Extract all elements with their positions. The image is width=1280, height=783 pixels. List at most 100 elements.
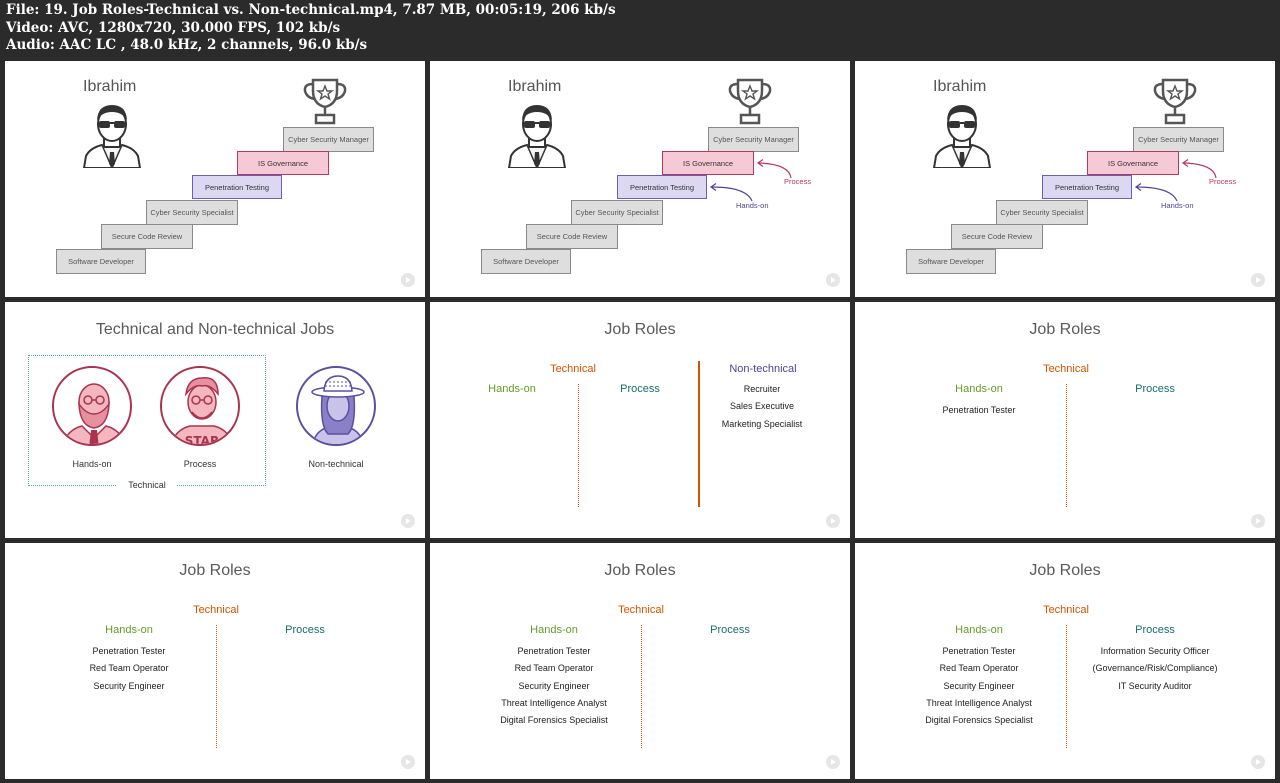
role-digital-forensics-specialist: Digital Forensics Specialist	[500, 715, 608, 726]
step-software-developer: Software Developer	[906, 249, 996, 274]
hands-on-heading: Hands-on	[488, 383, 536, 395]
hands-on-roles-list: Penetration Tester	[909, 402, 1049, 419]
role-security-engineer: Security Engineer	[518, 680, 590, 691]
technical-heading: Technical	[1043, 604, 1089, 616]
bearded-man-icon	[62, 383, 126, 444]
non-technical-heading: Non-technical	[729, 363, 797, 375]
star-badge: STAR	[185, 434, 219, 446]
hands-on-roles-list: Penetration Tester Red Team Operator Sec…	[59, 643, 199, 695]
technical-group-label: Technical	[117, 480, 177, 490]
hands-on-annotation: Hands-on	[736, 201, 769, 210]
process-roles-list: Information Security Officer (Governance…	[1080, 643, 1230, 695]
step-penetration-testing: Penetration Testing	[617, 175, 707, 199]
role-security-engineer: Security Engineer	[93, 680, 165, 691]
play-logo-icon	[826, 755, 840, 769]
step-penetration-testing: Penetration Testing	[192, 175, 282, 199]
hands-on-roles-list: Penetration Tester Red Team Operator Sec…	[909, 643, 1049, 729]
process-heading: Process	[710, 624, 750, 636]
person-name: Ibrahim	[933, 78, 987, 95]
technical-heading: Technical	[193, 604, 239, 616]
role-penetration-tester: Penetration Tester	[942, 646, 1016, 656]
process-label: Process	[183, 459, 217, 469]
step-cyber-security-specialist: Cyber Security Specialist	[146, 200, 238, 225]
slide-thumbnail-job-roles-overview: Job Roles Technical Hands-on Process Non…	[430, 302, 850, 538]
hands-on-label: Hands-on	[72, 459, 112, 469]
hands-on-arrow-icon	[1134, 183, 1178, 202]
process-arrow-icon	[756, 159, 792, 179]
play-logo-icon	[826, 273, 840, 287]
person-sunglasses-icon	[82, 105, 142, 168]
role-grc-note: (Governance/Risk/Compliance)	[1092, 663, 1218, 674]
process-heading: Process	[1135, 624, 1175, 636]
trophy-icon	[728, 78, 772, 125]
play-logo-icon	[1251, 514, 1265, 528]
woman-hat-icon	[311, 375, 365, 444]
role-red-team-operator: Red Team Operator	[514, 663, 594, 674]
file-info-header: File: 19. Job Roles-Technical vs. Non-te…	[0, 0, 1280, 58]
step-secure-code-review: Secure Code Review	[951, 224, 1043, 249]
technical-heading: Technical	[550, 363, 596, 375]
hands-on-heading: Hands-on	[530, 624, 578, 636]
technical-heading: Technical	[618, 604, 664, 616]
hands-on-process-divider	[641, 625, 642, 748]
process-annotation: Process	[784, 177, 812, 186]
slide-title: Job Roles	[604, 562, 676, 579]
hands-on-process-divider	[216, 625, 217, 748]
role-it-security-auditor: IT Security Auditor	[1118, 680, 1192, 691]
process-heading: Process	[285, 624, 325, 636]
non-technical-label: Non-technical	[308, 459, 364, 469]
step-secure-code-review: Secure Code Review	[526, 224, 618, 249]
hands-on-process-divider	[1066, 384, 1067, 507]
person-name: Ibrahim	[83, 78, 137, 95]
process-arrow-icon	[1181, 159, 1217, 179]
hands-on-heading: Hands-on	[105, 624, 153, 636]
audio-info-line: Audio: AAC LC , 48.0 kHz, 2 channels, 96…	[6, 37, 368, 53]
play-logo-icon	[1251, 755, 1265, 769]
role-information-security-officer: Information Security Officer	[1100, 646, 1210, 656]
trophy-icon	[1153, 78, 1197, 125]
role-recruiter: Recruiter	[743, 384, 781, 394]
person-sunglasses-icon	[507, 105, 567, 168]
hands-on-avatar	[52, 366, 132, 446]
trophy-icon	[303, 78, 347, 125]
process-avatar: STAR	[160, 366, 240, 446]
role-marketing-specialist: Marketing Specialist	[721, 418, 803, 429]
play-logo-icon	[826, 514, 840, 528]
slide-thumbnail-technical-vs-non-technical: Technical and Non-technical Jobs STAR	[5, 302, 425, 538]
role-threat-intelligence-analyst: Threat Intelligence Analyst	[926, 697, 1032, 708]
process-heading: Process	[1135, 383, 1175, 395]
non-technical-roles-list: Recruiter Sales Executive Marketing Spec…	[702, 381, 822, 433]
step-penetration-testing: Penetration Testing	[1042, 175, 1132, 199]
hands-on-arrow-icon	[709, 183, 753, 202]
slide-title: Job Roles	[1029, 321, 1101, 338]
role-security-engineer: Security Engineer	[943, 680, 1015, 691]
step-is-governance: IS Governance	[1087, 151, 1179, 175]
slide-title: Technical and Non-technical Jobs	[95, 321, 335, 338]
slide-title: Job Roles	[1029, 562, 1101, 579]
role-threat-intelligence-analyst: Threat Intelligence Analyst	[501, 697, 607, 708]
slide-title: Job Roles	[179, 562, 251, 579]
role-red-team-operator: Red Team Operator	[939, 663, 1019, 674]
non-technical-avatar	[296, 366, 376, 446]
slide-thumbnail-job-roles-3: Job Roles Technical Hands-on Process Pen…	[430, 543, 850, 779]
step-is-governance: IS Governance	[237, 151, 329, 175]
step-cyber-security-manager: Cyber Security Manager	[283, 127, 374, 152]
play-logo-icon	[401, 514, 415, 528]
file-info-line: File: 19. Job Roles-Technical vs. Non-te…	[6, 2, 616, 18]
play-logo-icon	[401, 755, 415, 769]
role-red-team-operator: Red Team Operator	[89, 663, 169, 674]
step-cyber-security-manager: Cyber Security Manager	[1133, 127, 1224, 152]
step-cyber-security-specialist: Cyber Security Specialist	[996, 200, 1088, 225]
person-sunglasses-icon	[932, 105, 992, 168]
person-name: Ibrahim	[508, 78, 562, 95]
step-secure-code-review: Secure Code Review	[101, 224, 193, 249]
role-sales-executive: Sales Executive	[729, 401, 795, 412]
process-heading: Process	[620, 383, 660, 395]
technical-heading: Technical	[1043, 363, 1089, 375]
role-digital-forensics-specialist: Digital Forensics Specialist	[925, 715, 1033, 726]
slide-thumbnail-career-ladder-annotated-final: Ibrahim Cyber Security Manager IS Govern…	[855, 61, 1275, 297]
step-is-governance: IS Governance	[662, 151, 754, 175]
role-penetration-tester: Penetration Tester	[517, 646, 591, 656]
slide-thumbnail-career-ladder: Ibrahim Cyber Security Manager IS Govern…	[5, 61, 425, 297]
step-software-developer: Software Developer	[56, 249, 146, 274]
